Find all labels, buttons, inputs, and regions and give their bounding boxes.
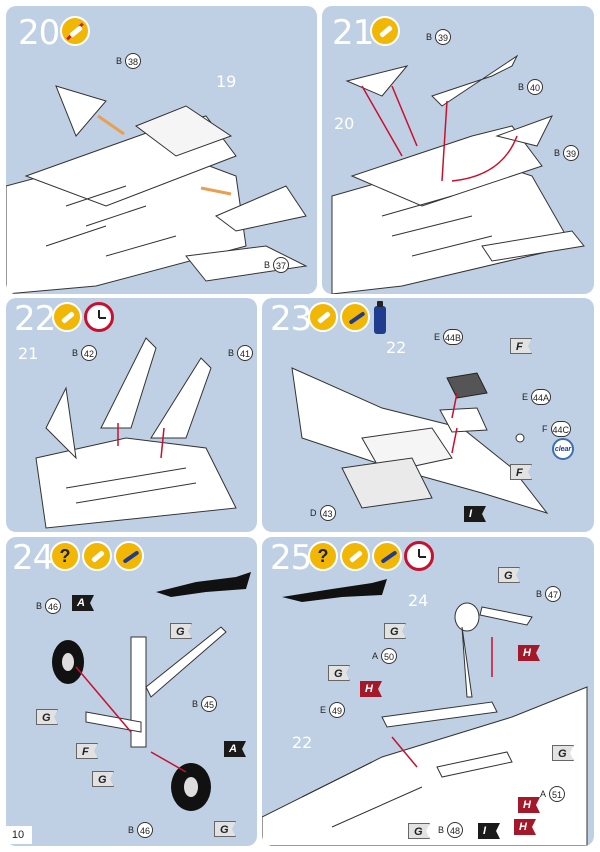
step-number: 20 bbox=[18, 13, 60, 53]
step-number: 25 bbox=[270, 538, 312, 578]
paint-brush-icon bbox=[114, 541, 144, 571]
assembly-ref-label: 22 bbox=[386, 338, 407, 357]
nose-gear-drawing bbox=[52, 572, 251, 811]
cockpit-nose-drawing bbox=[291, 367, 549, 514]
paint-brush-icon bbox=[372, 541, 402, 571]
fuselage-tail-drawing bbox=[35, 337, 237, 529]
color-code-flag: A bbox=[72, 595, 94, 611]
glue-icon bbox=[340, 541, 370, 571]
glue-icon bbox=[82, 541, 112, 571]
clear-paint-badge: clear bbox=[552, 438, 574, 460]
help-icon: ? bbox=[50, 541, 80, 571]
page-number: 10 bbox=[4, 826, 32, 844]
color-code-flag: H bbox=[518, 645, 540, 661]
assembly-ref-label: 24 bbox=[408, 591, 429, 610]
color-code-flag: H bbox=[360, 681, 382, 697]
color-code-flag: I bbox=[464, 506, 486, 522]
paint-brush-icon bbox=[340, 302, 370, 332]
drying-time-icon bbox=[404, 541, 434, 571]
paint-bottle-icon bbox=[374, 301, 386, 334]
glue-icon bbox=[308, 302, 338, 332]
step-number: 24 bbox=[12, 538, 54, 578]
no-glue-icon bbox=[60, 16, 90, 46]
color-code-flag: G bbox=[92, 771, 114, 787]
color-code-flag: I bbox=[478, 823, 500, 839]
fuselage-rear-drawing bbox=[6, 85, 308, 294]
nose-gear-bay-drawing bbox=[262, 579, 588, 846]
glue-icon bbox=[52, 302, 82, 332]
glue-icon bbox=[370, 16, 400, 46]
step-number: 22 bbox=[14, 299, 56, 339]
color-code-flag: G bbox=[384, 623, 406, 639]
assembly-ref-label: 19 bbox=[216, 72, 237, 91]
assembly-ref-label: 21 bbox=[18, 344, 39, 363]
step-number: 21 bbox=[332, 13, 374, 53]
step-number: 23 bbox=[270, 299, 312, 339]
color-code-flag: A bbox=[224, 741, 246, 757]
assembly-ref-label: 22 bbox=[292, 733, 313, 752]
color-code-flag: H bbox=[518, 797, 540, 813]
help-icon: ? bbox=[308, 541, 338, 571]
fuselage-rear-drawing bbox=[331, 54, 585, 294]
drying-time-icon bbox=[84, 302, 114, 332]
assembly-ref-label: 20 bbox=[334, 114, 355, 133]
color-code-flag: H bbox=[514, 819, 536, 835]
